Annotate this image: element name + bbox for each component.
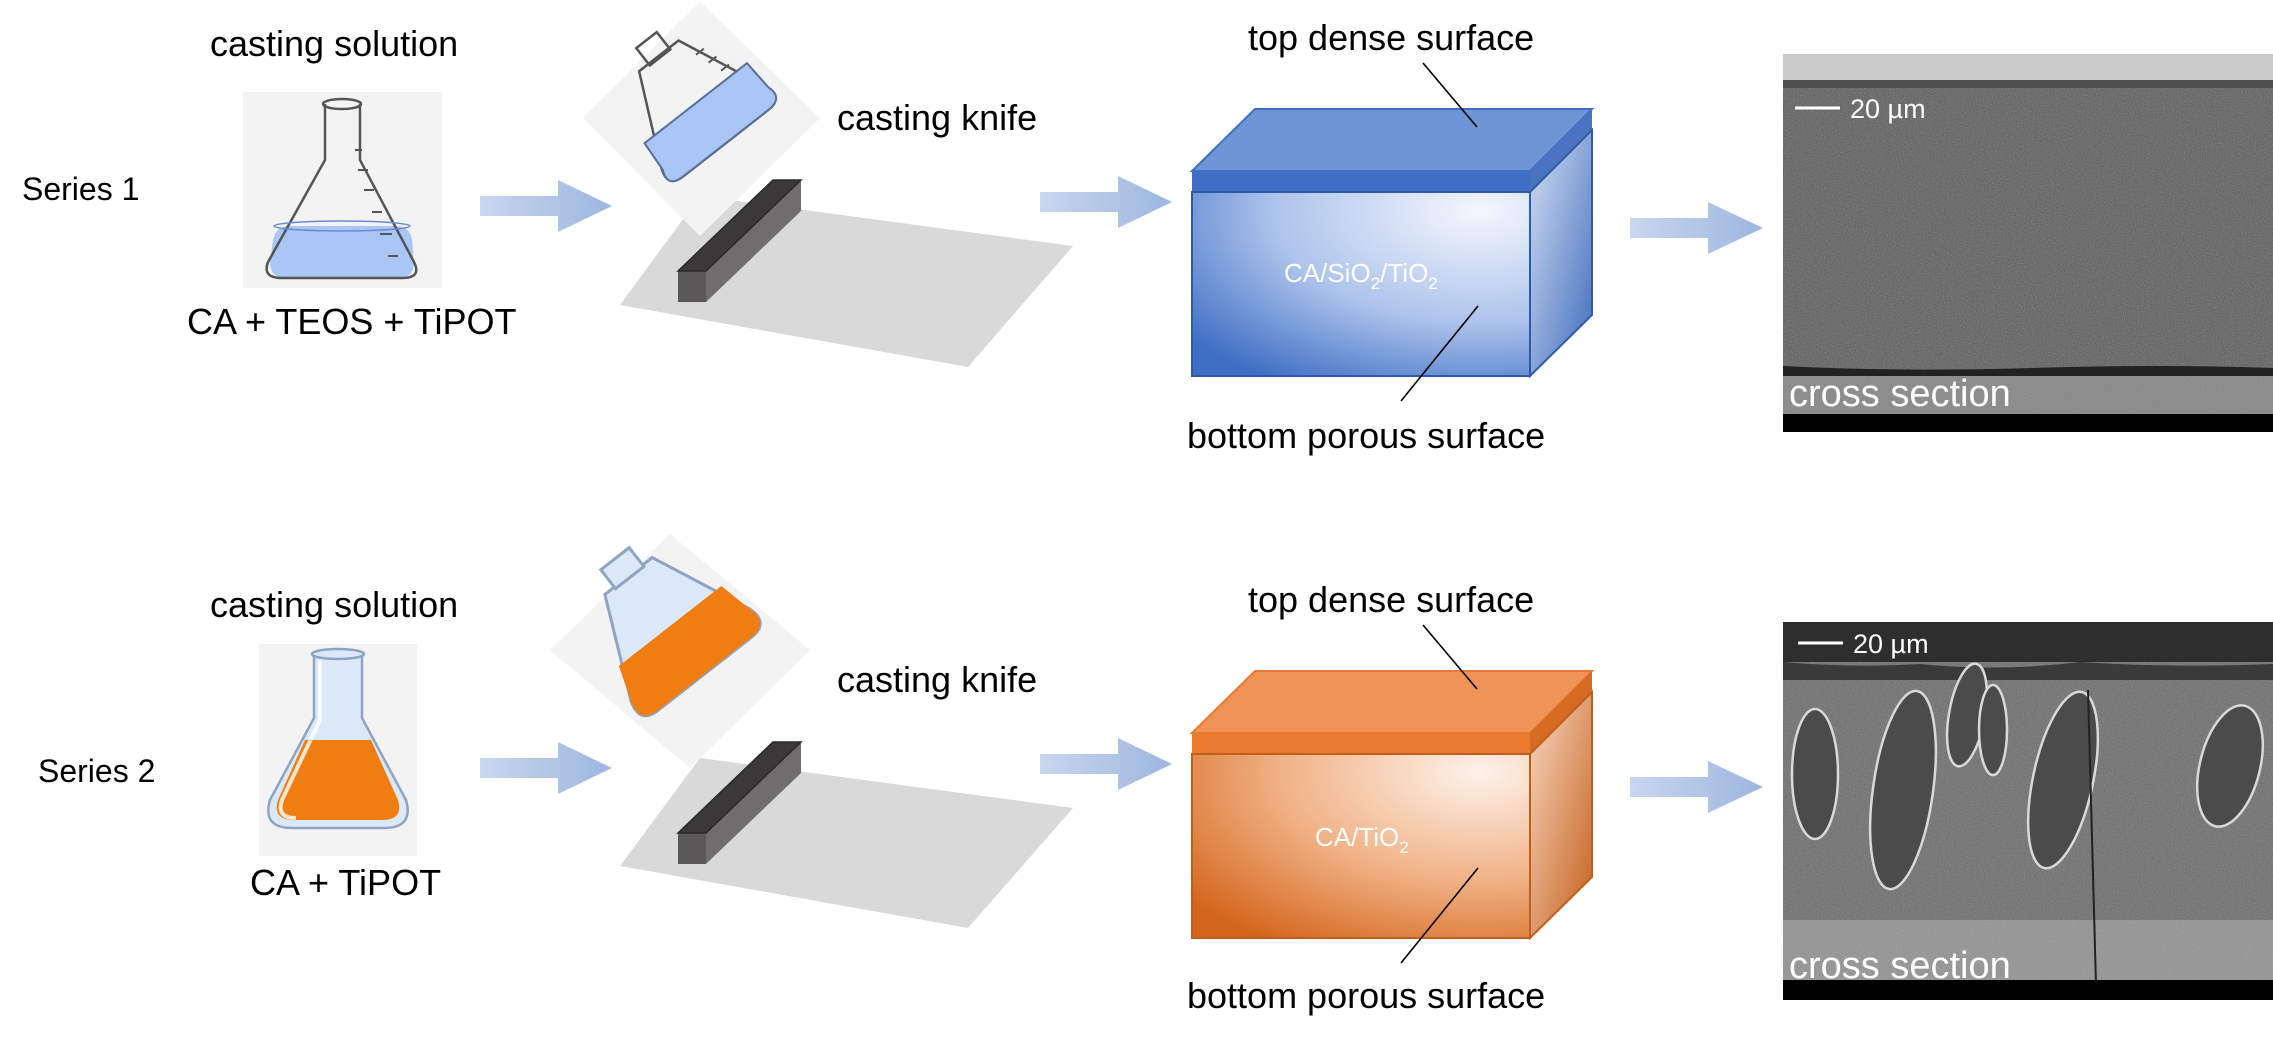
series-1-bottom-surface-label: bottom porous surface	[1187, 415, 1545, 456]
series-2-pouring-flask	[598, 545, 762, 718]
series-1-arrow-1	[480, 180, 612, 232]
series-2-casting-knife-label: casting knife	[837, 659, 1037, 700]
series-2-box-side-band	[1530, 671, 1592, 754]
series-1-pouring-flask	[634, 30, 778, 183]
series-2-top-surface-label: top dense surface	[1248, 579, 1534, 620]
series-1-membrane-label: CA/SiO2/TiO2	[1284, 258, 1438, 293]
series-1-box-front	[1191, 191, 1531, 377]
series-1-arrow-3	[1630, 202, 1763, 254]
series-1-box-side-band	[1530, 109, 1592, 192]
series-1-scale-label: 20 µm	[1850, 94, 1926, 124]
series-2-box-top	[1189, 670, 1595, 734]
series-1-top-surface-label: top dense surface	[1248, 17, 1534, 58]
series-2-top-leader	[1422, 624, 1478, 690]
series-1-casting-apparatus	[583, 2, 1073, 367]
series-2-label: Series 2	[38, 753, 155, 789]
series-2-scale-label: 20 µm	[1853, 629, 1929, 659]
series-2-membrane-label: CA/TiO2	[1315, 822, 1409, 857]
series-1-flask	[243, 92, 442, 288]
series-2-flask	[259, 644, 417, 856]
series-2-arrow-3	[1630, 761, 1763, 813]
series-1-box-top-band	[1192, 171, 1530, 192]
series-1-sem-image: 20 µm cross section	[1783, 54, 2273, 432]
series-2-casting-knife	[676, 741, 803, 864]
series-1-label: Series 1	[22, 171, 139, 207]
series-2-bottom-surface-label: bottom porous surface	[1187, 975, 1545, 1016]
series-1-row: Series 1 casting solution CA + TEOS + Ti…	[22, 2, 2273, 456]
series-1-flask-liquid	[270, 226, 414, 278]
series-2-sem-image: 20 µm cross section	[1783, 622, 2273, 1000]
series-1-arrow-2	[1040, 176, 1172, 228]
series-2-bottom-leader	[1400, 867, 1479, 964]
series-1-membrane-box: CA/SiO2/TiO2	[1189, 62, 1595, 402]
series-1-bottom-leader	[1400, 305, 1479, 402]
series-2-box-front	[1191, 753, 1531, 939]
series-2-box-top-band	[1192, 733, 1530, 754]
series-1-cross-section-label: cross section	[1789, 373, 2011, 415]
series-2-casting-solution-label: casting solution	[210, 584, 458, 625]
series-1-box-top	[1189, 108, 1595, 172]
series-2-flask-liquid	[276, 740, 400, 820]
series-2-membrane-box: CA/TiO2	[1189, 624, 1595, 964]
series-2-casting-apparatus	[550, 534, 1073, 928]
series-2-arrow-1	[480, 742, 612, 794]
series-1-casting-knife-label: casting knife	[837, 97, 1037, 138]
series-1-flask-outline	[265, 104, 418, 280]
series-1-casting-knife	[676, 179, 803, 302]
series-2-composition: CA + TiPOT	[250, 862, 441, 903]
series-1-composition: CA + TEOS + TiPOT	[187, 301, 516, 342]
series-1-top-leader	[1422, 62, 1478, 128]
series-2-row: Series 2 casting solution CA + TiPOT	[38, 534, 2273, 1016]
series-1-casting-solution-label: casting solution	[210, 23, 458, 64]
series-2-cross-section-label: cross section	[1789, 945, 2011, 987]
series-2-arrow-2	[1040, 738, 1172, 790]
series-2-macrovoids	[1790, 662, 2264, 891]
